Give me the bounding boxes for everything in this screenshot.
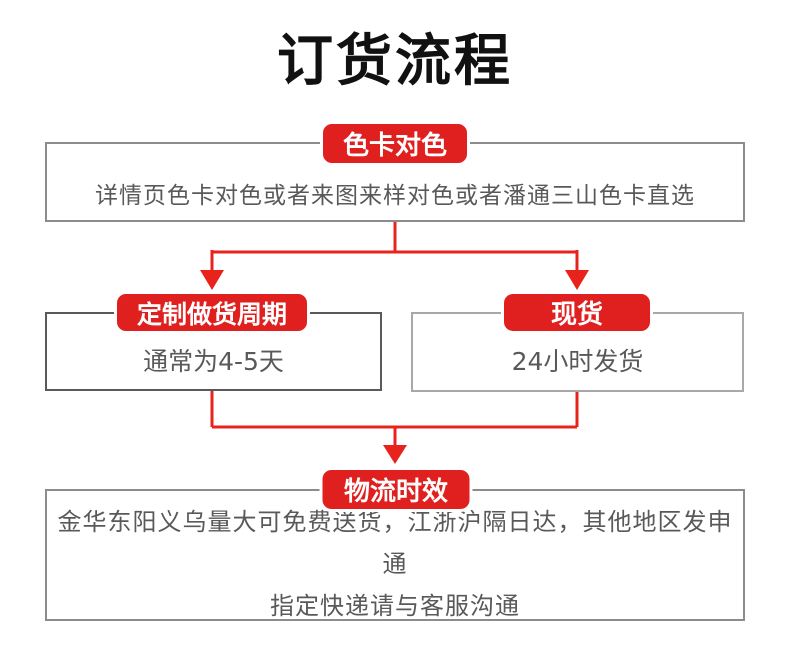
step-badge-in-stock: 现货: [501, 291, 653, 334]
step-badge-custom-production: 定制做货周期: [114, 291, 310, 334]
step-text-logistics: 金华东阳义乌量大可免费送货，江浙沪隔日达，其他地区发申通 指定快递请与客服沟通: [47, 501, 743, 627]
connector-merge: [210, 391, 579, 447]
step-box-color-matching: 详情页色卡对色或者来图来样对色或者潘通三山色卡直选: [45, 142, 745, 222]
logistics-line-1: 金华东阳义乌量大可免费送货，江浙沪隔日达，其他地区发申通: [57, 508, 733, 578]
arrow-down-icon: [200, 270, 224, 290]
step-text-custom-production: 通常为4-5天: [143, 346, 284, 376]
step-text-in-stock: 24小时发货: [511, 347, 644, 376]
arrow-down-icon: [565, 270, 589, 290]
step-text-color-matching: 详情页色卡对色或者来图来样对色或者潘通三山色卡直选: [95, 183, 695, 209]
step-badge-color-matching: 色卡对色: [320, 121, 470, 166]
step-box-logistics: 金华东阳义乌量大可免费送货，江浙沪隔日达，其他地区发申通 指定快递请与客服沟通: [45, 489, 745, 621]
page-title: 订货流程: [277, 29, 513, 94]
logistics-line-2: 指定快递请与客服沟通: [270, 592, 520, 620]
step-badge-logistics: 物流时效: [319, 467, 473, 512]
arrow-down-icon: [383, 445, 407, 464]
connector-split: [210, 221, 579, 272]
